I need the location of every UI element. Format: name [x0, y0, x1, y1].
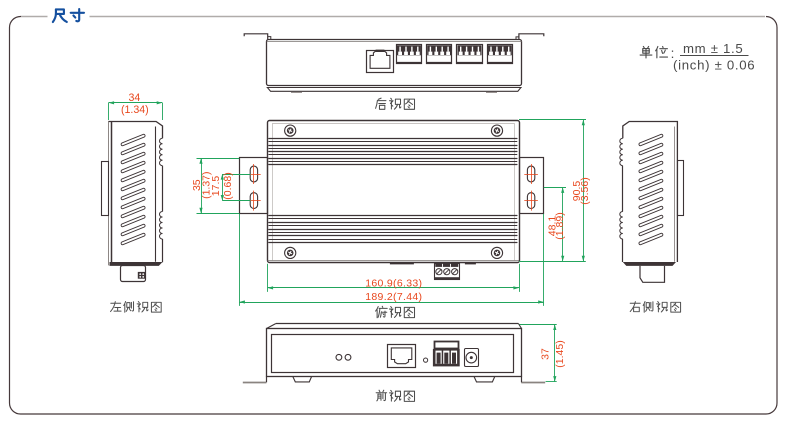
svg-text:(1.89): (1.89) [554, 212, 566, 239]
svg-text:37: 37 [539, 348, 551, 360]
svg-text:90.5: 90.5 [571, 181, 583, 202]
svg-text:35: 35 [191, 179, 203, 191]
svg-text:189.2(7.44): 189.2(7.44) [365, 291, 422, 303]
svg-text::: : [671, 46, 675, 61]
svg-text:34: 34 [129, 92, 141, 104]
svg-text:mm ± 1.5: mm ± 1.5 [683, 41, 743, 56]
svg-text:(1.37): (1.37) [201, 171, 213, 198]
svg-text:(1.34): (1.34) [121, 104, 149, 116]
svg-text:17.5: 17.5 [210, 176, 222, 197]
svg-text:160.9(6.33): 160.9(6.33) [365, 277, 422, 289]
svg-text:48.1: 48.1 [546, 216, 558, 237]
svg-text:(0.68): (0.68) [222, 172, 234, 199]
svg-text:(inch) ± 0.06: (inch) ± 0.06 [673, 58, 755, 73]
svg-text:(1.45): (1.45) [554, 340, 566, 367]
svg-text:(3.56): (3.56) [579, 177, 591, 204]
